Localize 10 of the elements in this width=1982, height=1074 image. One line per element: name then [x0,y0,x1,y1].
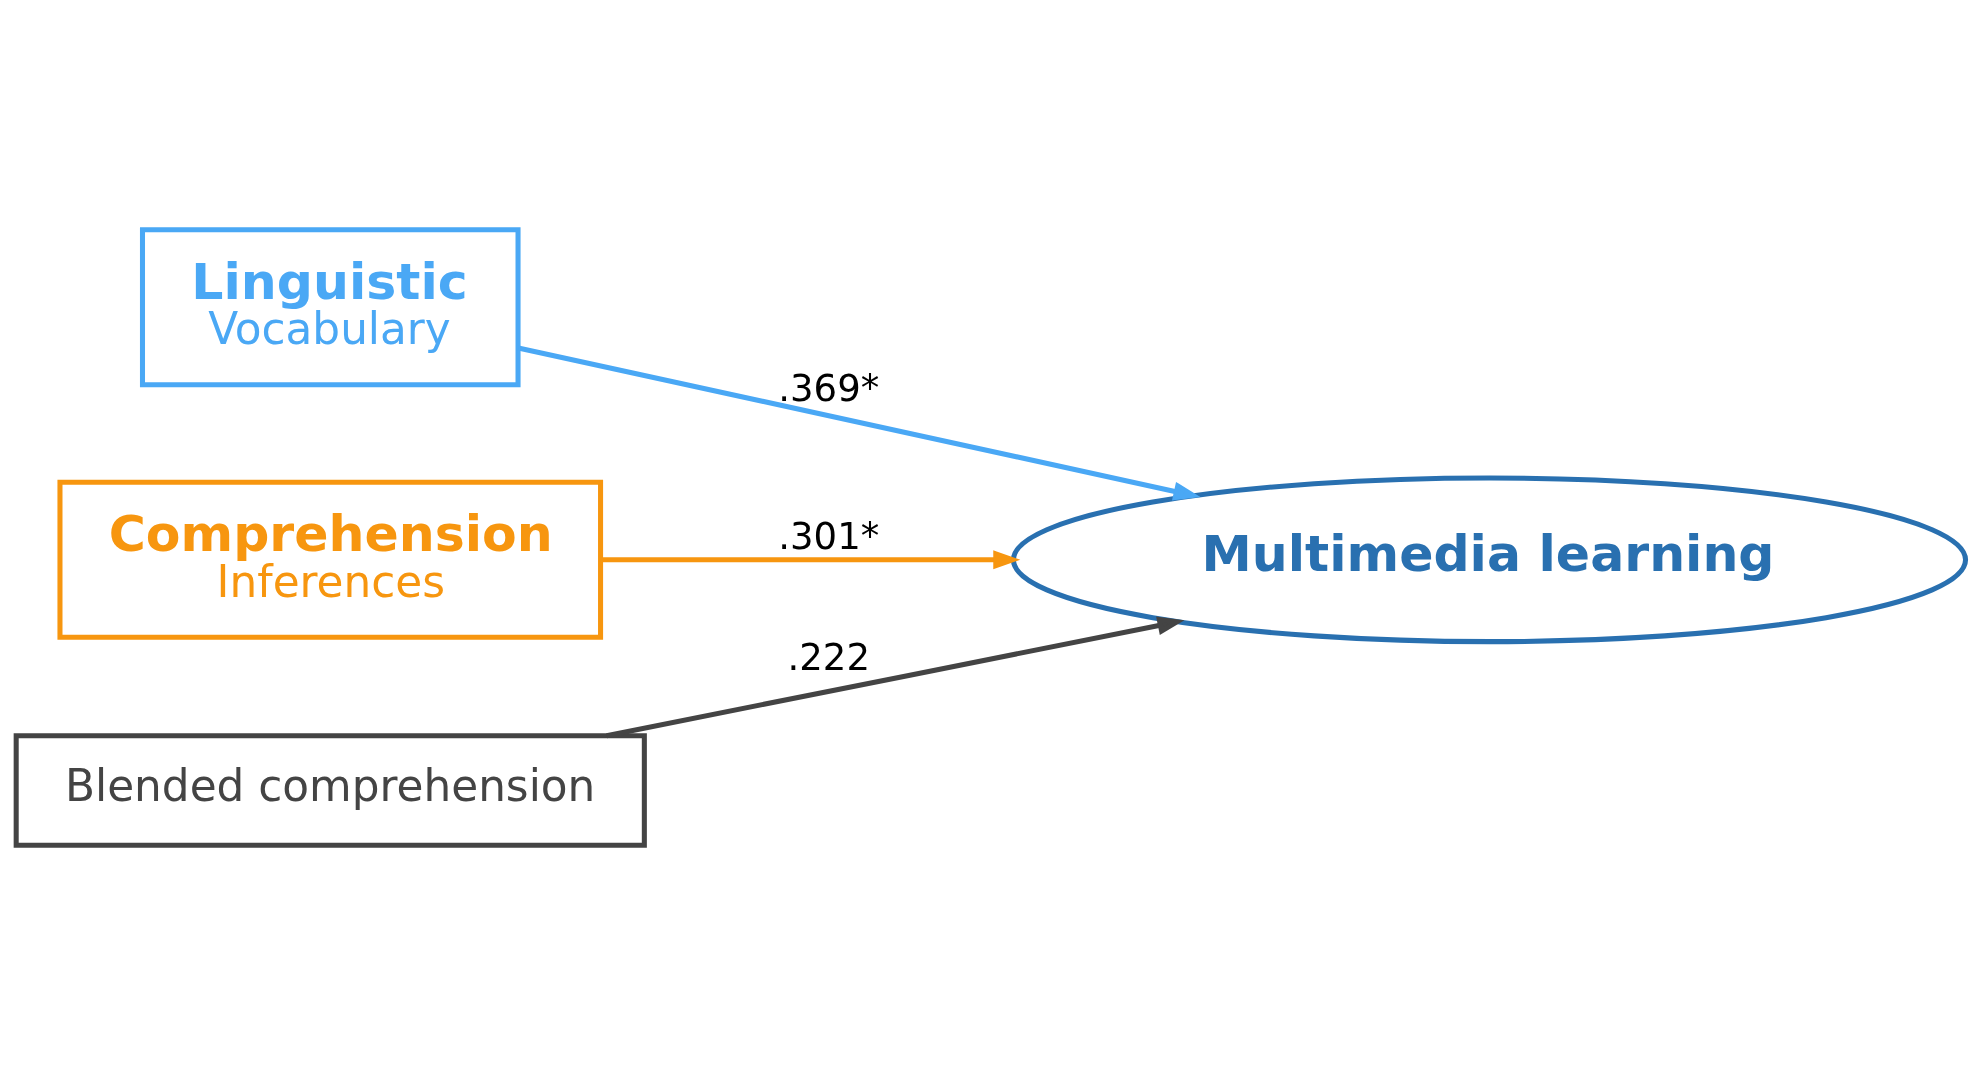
node-ellipse: Multimedia learning [1010,474,1969,644]
arrow [600,549,1021,569]
arrow [517,344,1201,500]
edge-label: .369* [778,366,880,410]
arrow [606,615,1185,738]
edge-label: .222 [787,635,870,679]
edge-label: .301* [778,514,880,558]
node-box: Comprehension Inferences [57,479,604,640]
node-box: Linguistic Vocabulary [139,226,521,387]
node-box: Blended comprehension [13,732,647,848]
